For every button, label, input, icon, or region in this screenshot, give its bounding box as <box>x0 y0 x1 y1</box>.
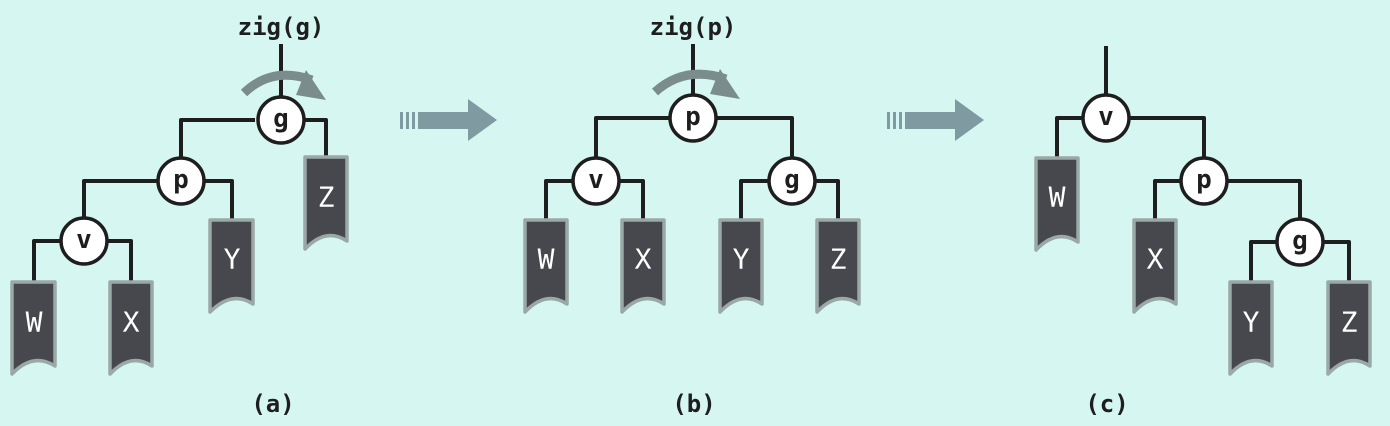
node-b-left: v <box>571 156 621 206</box>
right-arrow-icon <box>400 99 497 141</box>
operation-label-a: zig(g) <box>238 13 325 41</box>
leaf-b-w: W <box>523 218 569 314</box>
edge-b-p-v <box>594 116 670 158</box>
leaf-a-x-label: X <box>123 306 140 339</box>
leaf-a-w-label: W <box>26 306 43 339</box>
leaf-b-x: X <box>620 218 666 314</box>
node-b-left-label: v <box>588 165 604 195</box>
edge-a-p-y <box>204 179 234 220</box>
leaf-b-w-label: W <box>538 243 555 276</box>
leaf-a-x: X <box>108 280 154 376</box>
leaf-a-z-label: Z <box>318 181 335 214</box>
edge-c-p-x <box>1153 179 1181 220</box>
edge-b-v-w <box>544 179 573 220</box>
leaf-b-y-label: Y <box>733 243 750 276</box>
edge-a-p-v <box>82 179 158 220</box>
edge-b-g-y <box>739 179 769 220</box>
edge-c-g-z <box>1323 240 1351 282</box>
leaf-c-y-label: Y <box>1243 306 1260 339</box>
node-c-mid-label: p <box>1196 165 1212 195</box>
node-c-root: v <box>1081 93 1131 143</box>
leaf-a-y: Y <box>208 218 255 314</box>
node-b-right: g <box>767 156 817 206</box>
leaf-c-x: X <box>1132 218 1178 314</box>
node-b-root-label: p <box>685 102 701 132</box>
node-c-low-label: g <box>1292 226 1308 256</box>
leaf-c-w: W <box>1034 156 1080 252</box>
leaf-a-y-label: Y <box>224 243 241 276</box>
node-a-mid-label: p <box>173 165 189 195</box>
leaf-c-w-label: W <box>1049 181 1066 214</box>
node-c-root-label: v <box>1098 102 1114 132</box>
edge-a-v-w <box>32 239 60 282</box>
node-b-root: p <box>668 93 718 143</box>
right-arrow-icon <box>887 99 984 141</box>
leaf-c-y: Y <box>1228 280 1274 376</box>
panel-b: zig(p) p v g W X <box>523 13 861 418</box>
edge-c-p-g <box>1227 179 1302 220</box>
rotation-arrow-icon <box>240 70 326 100</box>
edge-c-g-y <box>1249 240 1277 282</box>
leaf-a-w: W <box>10 280 57 376</box>
leaf-b-z: Z <box>815 218 861 314</box>
node-a-low: v <box>59 216 109 266</box>
leaf-b-x-label: X <box>635 243 652 276</box>
leaf-c-z: Z <box>1326 280 1372 376</box>
edge-c-v-p <box>1129 116 1206 158</box>
leaf-c-z-label: Z <box>1341 306 1358 339</box>
leaf-a-z: Z <box>303 155 349 251</box>
leaf-b-z-label: Z <box>830 243 847 276</box>
edge-c-v-w <box>1055 116 1083 158</box>
edge-a-g-z <box>305 118 328 160</box>
node-a-mid: p <box>156 156 206 206</box>
node-b-right-label: g <box>784 165 800 195</box>
leaf-c-x-label: X <box>1147 243 1164 276</box>
caption-b: (b) <box>672 390 715 418</box>
edge-a-v-x <box>107 239 133 282</box>
rotation-arrow-icon <box>651 69 740 99</box>
edge-b-v-x <box>619 179 645 220</box>
caption-c: (c) <box>1085 390 1128 418</box>
edge-b-p-g <box>716 116 794 158</box>
panel-a: zig(g) g p v W <box>10 13 349 418</box>
node-c-mid: p <box>1179 156 1229 206</box>
node-a-root-label: g <box>273 104 289 134</box>
caption-a: (a) <box>251 390 294 418</box>
leaf-b-y: Y <box>718 218 764 314</box>
panel-c: v p g W X Y Z (c) <box>1034 46 1372 418</box>
operation-label-b: zig(p) <box>650 13 737 41</box>
node-c-low: g <box>1275 217 1325 267</box>
node-a-low-label: v <box>76 225 92 255</box>
edge-b-g-z <box>815 179 840 220</box>
node-a-root: g <box>256 95 306 145</box>
edge-a-g-p <box>179 118 255 157</box>
